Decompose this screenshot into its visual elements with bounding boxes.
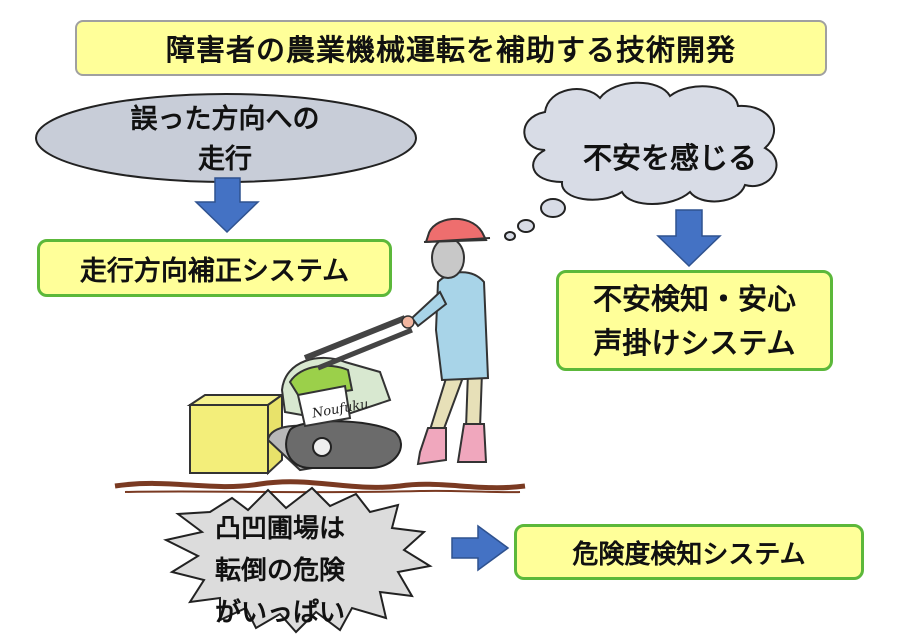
system-anxiety-detection: 不安検知・安心 声掛けシステム: [556, 270, 833, 371]
arrow-down-right: [656, 209, 722, 268]
arrow-down-left: [194, 177, 260, 234]
danger-burst: [163, 486, 433, 634]
farmer-illustration: [186, 218, 491, 476]
system-line: 不安検知・安心: [592, 281, 796, 316]
problem-wrong-direction: 誤った方向への 走行: [110, 100, 340, 180]
page-title: 障害者の農業機械運転を補助する技術開発: [75, 20, 827, 76]
system-line: 声掛けシステム: [593, 325, 796, 360]
ground-line: [114, 479, 526, 491]
problem-line: 誤った方向への: [130, 104, 320, 135]
system-danger-detection: 危険度検知システム: [514, 524, 864, 580]
problem-rough-field: 凸凹圃場は 転倒の危険 がいっぱい: [180, 508, 380, 634]
problem-anxiety: 不安を感じる: [582, 141, 757, 175]
problem-line: 走行: [198, 144, 252, 175]
arrow-right-bottom: [451, 524, 510, 572]
thought-cloud: [504, 81, 778, 241]
problem-line: 凸凹圃場は: [214, 514, 345, 544]
problem-line: がいっぱい: [214, 598, 345, 628]
problem-line: 転倒の危険: [214, 556, 345, 586]
system-direction-correction: 走行方向補正システム: [37, 239, 392, 297]
